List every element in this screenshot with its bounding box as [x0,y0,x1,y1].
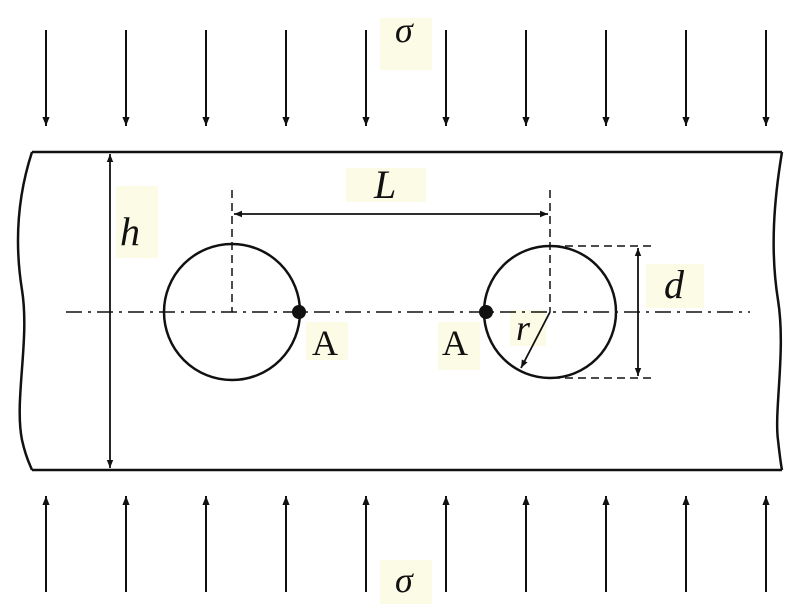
A-right-highlight [438,322,480,370]
r-label: r [516,308,531,348]
bottom-load-arrows [42,496,770,592]
point-A-right [479,305,493,319]
r-highlight [510,310,546,346]
d-label: d [664,262,685,307]
sigma-top-label: σ [395,10,414,50]
plate-left-break [16,151,34,471]
h-label: h [120,209,140,254]
d-highlight [646,264,704,308]
L-highlight [346,168,426,202]
point-A-left [292,305,306,319]
h-highlight [116,186,158,258]
sigma-bottom-label: σ [395,560,414,600]
A-left-highlight [306,322,348,360]
A-right-label: A [442,323,468,363]
sigma-bottom-highlight [380,560,432,604]
A-left-label: A [312,323,338,363]
plate [16,150,784,472]
L-label: L [373,162,396,207]
r-radius-arrow [520,311,551,369]
top-load-arrows [42,30,770,126]
plate-right-break [772,151,784,471]
sigma-top-highlight [380,18,432,70]
